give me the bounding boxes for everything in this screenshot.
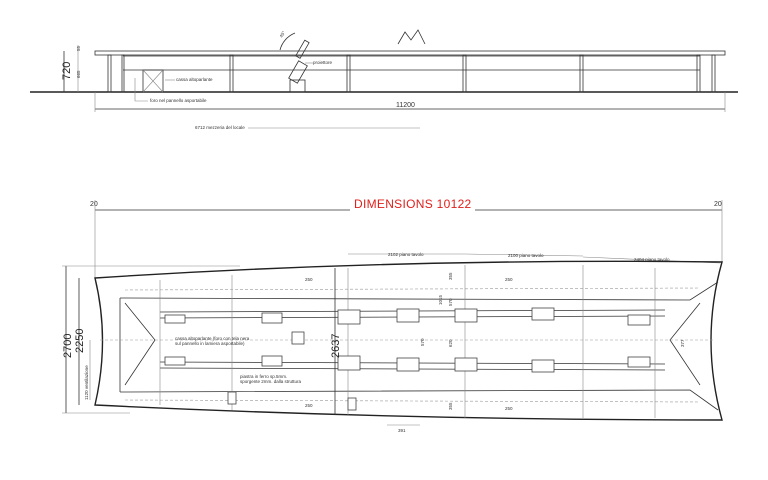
svg-text:1120 ventilazione: 1120 ventilazione <box>84 365 89 400</box>
svg-text:sul pannello in lamiera asport: sul pannello in lamiera asportabile) <box>175 341 245 346</box>
svg-text:2102 piano tavolo: 2102 piano tavolo <box>388 252 424 257</box>
label-projector: proiettore <box>313 60 333 65</box>
svg-text:2404 piano tavolo: 2404 piano tavolo <box>634 257 670 262</box>
dim-2637: 2637 <box>330 334 342 358</box>
dim-11200: 11200 <box>396 102 415 109</box>
svg-text:250: 250 <box>505 406 513 411</box>
svg-text:250: 250 <box>305 403 313 408</box>
speaker-box <box>142 69 164 93</box>
svg-text:2100 piano tavolo: 2100 piano tavolo <box>508 253 544 258</box>
projector <box>279 32 310 93</box>
label-speaker: cassa altoparlante <box>176 77 213 82</box>
label-hole: foro nel pannello asportabile <box>150 98 207 103</box>
svg-text:250: 250 <box>305 277 313 282</box>
plan-view: DIMENSIONS 10122 20 20 2102 piano tavolo… <box>62 197 723 433</box>
svg-text:20: 20 <box>90 201 98 208</box>
svg-text:570: 570 <box>420 338 425 346</box>
dim-720: 720 <box>61 62 73 80</box>
table-top <box>94 50 726 56</box>
elevation-view: 720 55 665 45° cassa altoparlante proiet… <box>30 29 738 130</box>
label-speaker-hole: cassa altoparlante (foro con tela nera <box>175 336 250 341</box>
svg-text:sporgente 2mm. dalla struttur: sporgente 2mm. dalla struttura <box>240 379 302 384</box>
svg-text:355: 355 <box>448 402 453 410</box>
svg-text:355: 355 <box>448 272 453 280</box>
label-axis: 6712 mezzeria del locale <box>195 125 245 130</box>
svg-text:570: 570 <box>448 298 453 306</box>
svg-text:377: 377 <box>680 339 685 347</box>
dimensions-title: DIMENSIONS 10122 <box>354 197 472 211</box>
svg-text:665: 665 <box>76 70 81 78</box>
svg-text:391: 391 <box>398 428 406 433</box>
svg-text:45°: 45° <box>279 30 287 39</box>
table-legs <box>107 54 716 93</box>
svg-text:620: 620 <box>448 339 453 347</box>
svg-text:250: 250 <box>505 277 513 282</box>
panels <box>164 307 651 411</box>
svg-text:1015: 1015 <box>438 294 443 305</box>
label-plate: piastra in ferro sp.5mm. <box>240 374 287 379</box>
dim-2250: 2250 <box>74 329 86 353</box>
svg-text:55: 55 <box>76 45 81 51</box>
dim-2700: 2700 <box>62 334 74 358</box>
table-outline <box>94 260 723 421</box>
svg-text:20: 20 <box>714 201 722 208</box>
break-symbol <box>397 29 426 45</box>
